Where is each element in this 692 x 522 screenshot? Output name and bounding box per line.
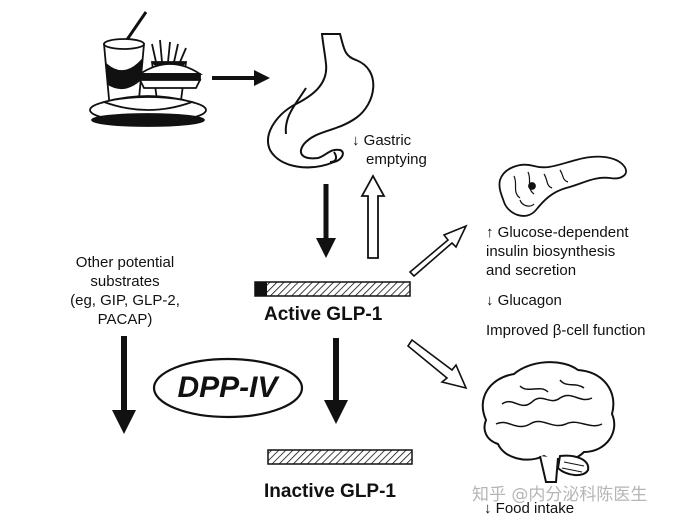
pancreas-effect-beta-cell: Improved β-cell function: [486, 322, 646, 339]
pancreas-effect-insulin-line1: ↑ Glucose-dependent: [486, 224, 629, 241]
active-glp1-bar: [254, 281, 411, 297]
arrow-active-to-inactive: [324, 338, 348, 424]
gastric-emptying-line1: ↓ Gastric: [352, 132, 412, 149]
other-substrates-label: Other potential substrates (eg, GIP, GLP…: [48, 253, 202, 329]
pancreas-effect-glucagon: ↓ Glucagon: [486, 292, 562, 309]
active-glp1-label: Active GLP-1: [264, 304, 383, 325]
pancreas-effects: ↑ Glucose-dependent insulin biosynthesis…: [486, 223, 646, 340]
other-substrates-line4: PACAP): [97, 311, 153, 328]
pancreas-effect-insulin-line2: insulin biosynthesis: [486, 243, 616, 260]
arrow-glp1-to-stomach: [360, 174, 386, 259]
watermark: 知乎 @内分泌科陈医生: [472, 485, 648, 505]
dpp-iv-label-wrap: DPP-IV: [150, 357, 305, 419]
pancreas-illustration: [498, 155, 627, 217]
arrow-other-substrates: [112, 336, 136, 434]
gastric-emptying-label: ↓ Gastric emptying: [352, 131, 427, 169]
dpp-iv-label: DPP-IV: [177, 371, 278, 404]
brain-illustration: [481, 361, 616, 483]
fast-food-illustration: [89, 11, 207, 127]
other-substrates-line2: substrates: [90, 273, 160, 290]
inactive-glp1-label: Inactive GLP-1: [264, 481, 396, 502]
other-substrates-line3: (eg, GIP, GLP-2,: [70, 292, 180, 309]
dpp-iv-ellipse: [152, 357, 304, 419]
stomach-illustration: [267, 33, 375, 169]
arrow-meal-to-stomach: [212, 70, 270, 86]
inactive-glp1-bar: [267, 449, 413, 465]
arrow-glp1-to-pancreas: [408, 224, 468, 278]
other-substrates-line1: Other potential: [75, 254, 175, 271]
food-intake-label: ↓ Food intake: [484, 500, 575, 517]
arrow-stomach-to-glp1: [316, 184, 336, 258]
gastric-emptying-line2: emptying: [366, 151, 427, 168]
pancreas-effect-insulin-line3: and secretion: [486, 262, 577, 279]
arrow-glp1-to-brain: [406, 338, 468, 390]
